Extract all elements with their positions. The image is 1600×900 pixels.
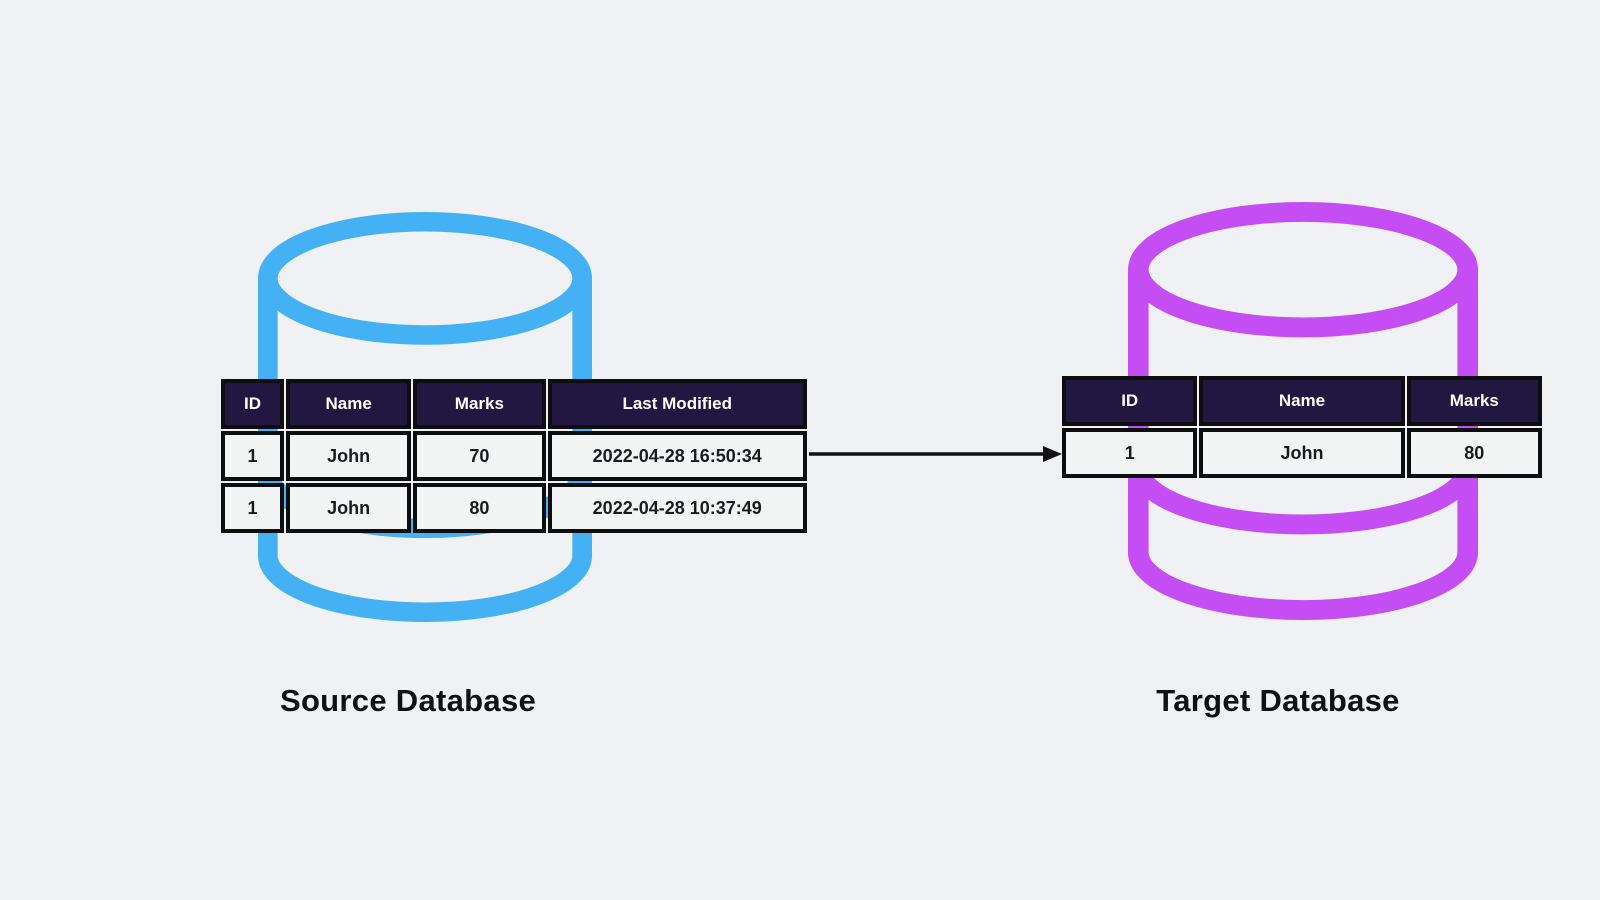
target-database-cylinder-icon — [1128, 202, 1478, 620]
table-cell: John — [286, 431, 412, 481]
column-header: Name — [286, 379, 412, 429]
table-cell: John — [1199, 428, 1405, 478]
table-cell: 1 — [221, 483, 285, 533]
table-cell: John — [286, 483, 412, 533]
table-cell: 1 — [221, 431, 285, 481]
table-cell: 80 — [1406, 428, 1542, 478]
column-header: Marks — [413, 379, 546, 429]
source-database-label: Source Database — [279, 683, 537, 718]
column-header: ID — [221, 379, 285, 429]
sync-arrow — [809, 446, 1062, 462]
column-header: Name — [1199, 376, 1405, 426]
column-header: Marks — [1406, 376, 1542, 426]
target-database-label: Target Database — [1156, 683, 1400, 718]
table-cell: 2022-04-28 16:50:34 — [547, 431, 807, 481]
table-cell: 70 — [413, 431, 546, 481]
column-header: ID — [1062, 376, 1198, 426]
table-cell: 80 — [413, 483, 546, 533]
database-icon — [1128, 202, 1478, 620]
table-cell: 1 — [1062, 428, 1198, 478]
table-cell: 2022-04-28 10:37:49 — [547, 483, 807, 533]
column-header: Last Modified — [547, 379, 807, 429]
